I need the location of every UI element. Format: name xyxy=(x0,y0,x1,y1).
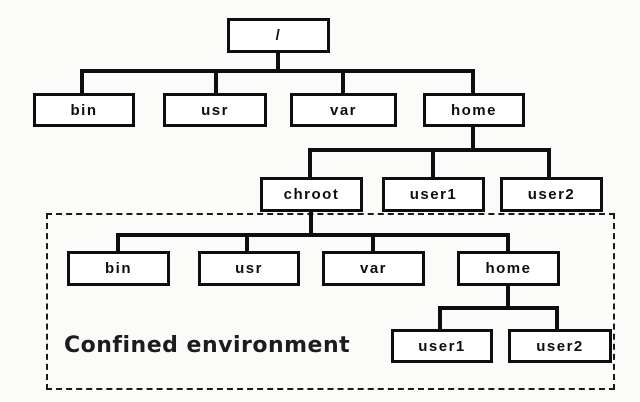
connector-home-down xyxy=(471,126,475,152)
connector-stub-bin xyxy=(80,69,84,95)
connector-stub-chroot-usr xyxy=(245,233,249,254)
node-user1: user1 xyxy=(382,177,485,212)
connector-level2-horizontal xyxy=(80,69,475,73)
connector-root-down xyxy=(276,51,280,72)
node-chroot-user1: user1 xyxy=(391,329,493,363)
connector-stub-chroot xyxy=(308,148,312,179)
node-chroot-var: var xyxy=(322,251,425,286)
node-chroot-usr: usr xyxy=(198,251,300,286)
connector-level3-horizontal xyxy=(308,148,551,152)
node-chroot-bin: bin xyxy=(67,251,170,286)
node-chroot: chroot xyxy=(260,177,363,212)
connector-stub-chroot-var xyxy=(371,233,375,254)
connector-stub-usr xyxy=(214,69,218,95)
connector-stub-user2 xyxy=(547,148,551,179)
confined-environment-label: Confined environment xyxy=(64,333,351,358)
connector-stub-home xyxy=(471,69,475,95)
node-chroot-home: home xyxy=(457,251,560,286)
connector-stub-user1 xyxy=(431,148,435,179)
node-user2: user2 xyxy=(500,177,603,212)
node-var: var xyxy=(290,93,397,127)
connector-stub-chroot-bin xyxy=(116,233,120,254)
node-home: home xyxy=(423,93,525,127)
connector-stub-chroot-user2 xyxy=(555,306,559,331)
confined-environment-region xyxy=(46,213,615,390)
connector-stub-chroot-home xyxy=(506,233,510,254)
node-usr: usr xyxy=(163,93,267,127)
connector-chroot-down xyxy=(309,210,313,237)
node-root: / xyxy=(227,18,330,53)
connector-chroot-home-down xyxy=(506,284,510,310)
node-bin: bin xyxy=(33,93,135,127)
connector-level5-horizontal xyxy=(438,306,559,310)
connector-stub-chroot-user1 xyxy=(438,306,442,331)
node-chroot-user2: user2 xyxy=(508,329,612,363)
connector-level4-horizontal xyxy=(116,233,510,237)
connector-stub-var xyxy=(341,69,345,95)
